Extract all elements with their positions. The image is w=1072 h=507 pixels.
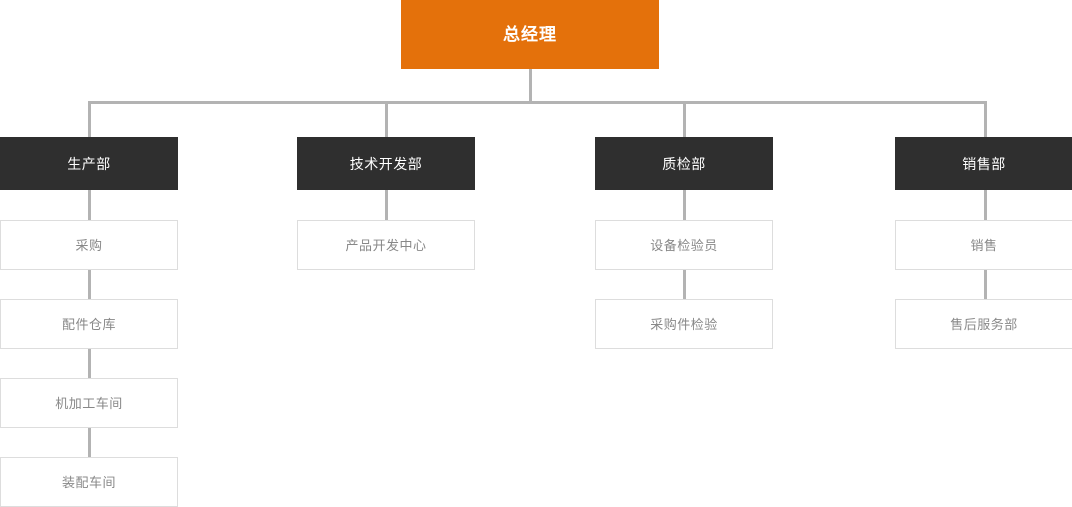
connector-col3-seg0 (984, 190, 987, 220)
node-sub-equipment-inspector-label: 设备检验员 (650, 237, 718, 253)
node-sub-assembly-workshop-label: 装配车间 (61, 474, 116, 490)
node-sub-sales[interactable]: 销售 (895, 220, 1072, 270)
node-department-quality-label: 质检部 (662, 155, 706, 172)
node-department-tech-dev[interactable]: 技术开发部 (297, 137, 475, 190)
node-sub-purchasing[interactable]: 采购 (0, 220, 178, 270)
connector-col2-seg1 (683, 270, 686, 299)
node-sub-parts-warehouse[interactable]: 配件仓库 (0, 299, 178, 349)
node-general-manager[interactable]: 总经理 (401, 0, 659, 69)
connector-drop-production (88, 101, 91, 137)
node-sub-machining-workshop[interactable]: 机加工车间 (0, 378, 178, 428)
connector-drop-sales (984, 101, 987, 137)
node-sub-after-sales-service[interactable]: 售后服务部 (895, 299, 1072, 349)
node-sub-equipment-inspector[interactable]: 设备检验员 (595, 220, 773, 270)
node-department-sales-label: 销售部 (962, 155, 1006, 172)
connector-col3-seg1 (984, 270, 987, 299)
node-department-production-label: 生产部 (67, 155, 111, 172)
connector-col0-seg1 (88, 270, 91, 299)
connector-drop-tech-dev (385, 101, 388, 137)
connector-col0-seg0 (88, 190, 91, 220)
node-sub-machining-workshop-label: 机加工车间 (55, 395, 123, 411)
connector-root-stem (529, 69, 532, 104)
node-sub-after-sales-service-label: 售后服务部 (950, 316, 1018, 332)
connector-col1-seg0 (385, 190, 388, 220)
node-sub-product-development-center-label: 产品开发中心 (345, 237, 427, 253)
node-sub-parts-warehouse-label: 配件仓库 (61, 316, 116, 332)
node-sub-assembly-workshop[interactable]: 装配车间 (0, 457, 178, 507)
node-department-production[interactable]: 生产部 (0, 137, 178, 190)
node-sub-purchased-parts-inspection[interactable]: 采购件检验 (595, 299, 773, 349)
node-department-tech-dev-label: 技术开发部 (349, 155, 423, 172)
node-department-quality[interactable]: 质检部 (595, 137, 773, 190)
node-sub-product-development-center[interactable]: 产品开发中心 (297, 220, 475, 270)
connector-horizontal-bus (88, 101, 987, 104)
node-sub-purchased-parts-inspection-label: 采购件检验 (650, 316, 718, 332)
node-sub-sales-label: 销售 (970, 237, 998, 253)
node-general-manager-label: 总经理 (503, 25, 557, 44)
node-sub-purchasing-label: 采购 (75, 237, 103, 253)
connector-drop-quality (683, 101, 686, 137)
node-department-sales[interactable]: 销售部 (895, 137, 1072, 190)
connector-col0-seg2 (88, 349, 91, 378)
connector-col2-seg0 (683, 190, 686, 220)
connector-col0-seg3 (88, 428, 91, 457)
